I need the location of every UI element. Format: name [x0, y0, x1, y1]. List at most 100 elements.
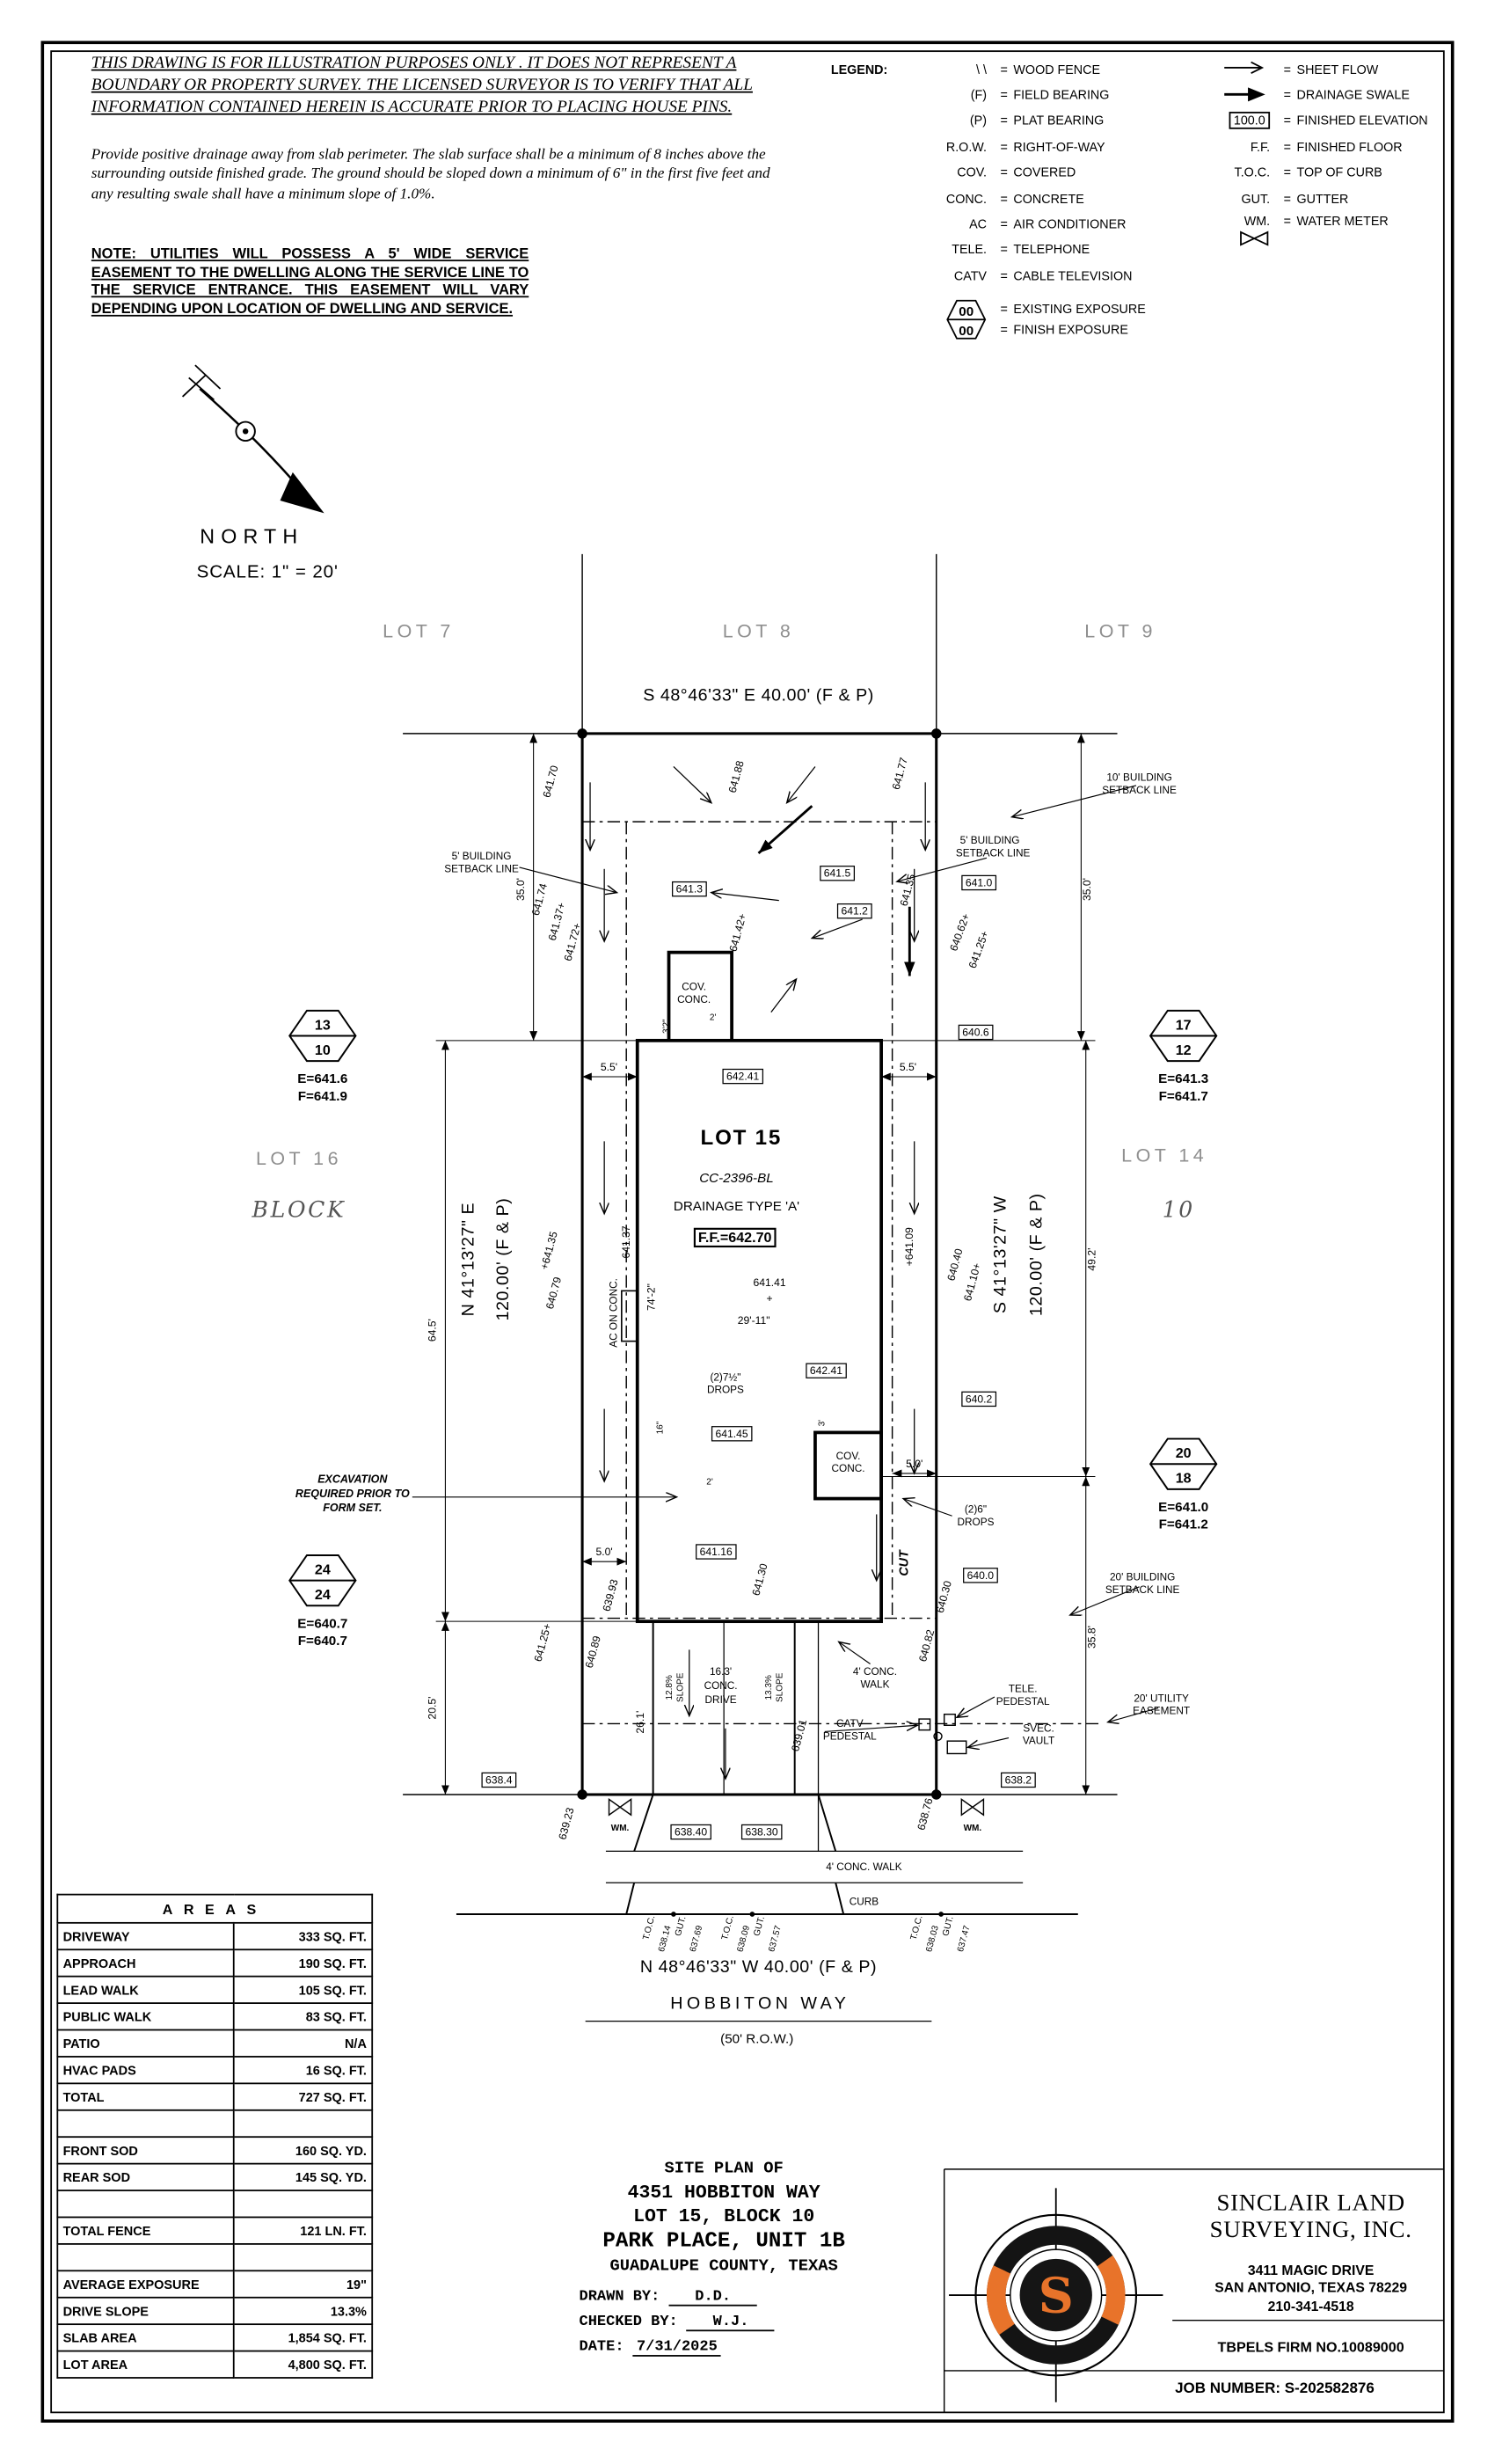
- concrete-abbrev: CONC.: [945, 191, 987, 206]
- tele-pedestal-symbol: [943, 1714, 956, 1726]
- plan-annotation: COV.: [836, 1450, 861, 1462]
- plat-bearing-symbol: (P): [969, 113, 987, 128]
- plan-annotation: 638.4: [485, 1773, 513, 1786]
- catv-abbrev: CATV: [953, 268, 987, 283]
- plan-annotation: 641.10+: [961, 1261, 983, 1302]
- leader-utility-easement: [1108, 1707, 1159, 1722]
- site-address: 4351 HOBBITON WAY: [627, 2182, 820, 2204]
- company-logo: S: [949, 2188, 1163, 2402]
- utility-point-symbol: [933, 1731, 943, 1741]
- plan-annotation: GUT.: [941, 1915, 956, 1937]
- plan-annotation: SLOPE: [775, 1672, 784, 1702]
- areas-row-value: 121 LN. FT.: [232, 2216, 374, 2245]
- plan-annotation: 641.25+: [532, 1622, 554, 1663]
- checked-by-row: CHECKED BY: W.J.: [560, 2312, 887, 2332]
- plan-annotation: 3': [818, 1420, 828, 1427]
- flow-arrow: [787, 766, 816, 802]
- plan-annotation: 5.0': [906, 1458, 923, 1470]
- approach-flare-left-lower: [625, 1882, 636, 1915]
- legend-right-column: SHEET FLOW DRAINAGE SWALE 100.0 FINISHED…: [1208, 56, 1485, 348]
- leader-catv-pedestal: [824, 1725, 918, 1732]
- plan-annotation: 638.2: [1005, 1773, 1032, 1786]
- gutter-abbrev: GUT.: [1241, 191, 1271, 206]
- plan-annotation: 641.2: [841, 905, 868, 918]
- flow-arrow: [812, 918, 863, 938]
- plan-annotation: 10' BUILDING: [1106, 771, 1171, 784]
- water-meter-bowtie-icon: [1240, 231, 1269, 247]
- legend-row: SHEET FLOW: [1208, 56, 1485, 82]
- plan-annotation: LOT 7: [383, 621, 455, 642]
- legend-row: T.O.C.TOP OF CURB: [1208, 160, 1485, 186]
- legend-row: 100.0 FINISHED ELEVATION: [1208, 108, 1485, 134]
- checked-by-label: CHECKED BY:: [579, 2312, 678, 2330]
- existing-exposure-value: 00: [959, 303, 974, 318]
- elevation-box: [961, 1391, 997, 1407]
- sheet-flow-symbol: [1208, 60, 1278, 78]
- plan-annotation: BLOCK: [252, 1196, 346, 1222]
- marker-text: E=641.6: [297, 1071, 347, 1086]
- company-name-line1: SINCLAIR LAND: [1216, 2190, 1405, 2217]
- marker-text: 24: [315, 1587, 331, 1603]
- areas-row-value: 333 SQ. FT.: [232, 1921, 374, 1951]
- plan-annotation: LOT 9: [1084, 621, 1156, 642]
- plan-annotation: 637.47: [956, 1924, 973, 1953]
- leader-tele-pedestal: [957, 1696, 995, 1717]
- plan-annotation: 20.5': [427, 1697, 439, 1720]
- toc-point: [938, 1912, 944, 1917]
- field-bearing-symbol: (F): [970, 88, 987, 103]
- company-city: SAN ANTONIO, TEXAS 78229: [1214, 2279, 1407, 2296]
- plan-annotation: 640.40: [944, 1247, 965, 1283]
- legend-desc: RIGHT-OF-WAY: [1013, 140, 1105, 155]
- utility-easement-note: NOTE: UTILITIES WILL POSSESS A 5' WIDE S…: [91, 245, 529, 317]
- plan-annotation: 642.41: [726, 1071, 759, 1083]
- plan-annotation: LOT 16: [256, 1148, 342, 1169]
- checked-by-value: W.J.: [686, 2313, 776, 2332]
- areas-row-label: TOTAL FENCE: [56, 2216, 235, 2245]
- plan-annotation: 5' BUILDING: [960, 834, 1020, 846]
- plan-annotation: GUT.: [674, 1915, 689, 1937]
- areas-row-value: 190 SQ. FT.: [232, 1949, 374, 1978]
- plan-annotation: SCALE: 1" = 20': [197, 562, 339, 582]
- row-abbrev: R.O.W.: [945, 140, 987, 155]
- plan-annotation: 49.2': [1085, 1248, 1098, 1271]
- plan-annotation: S 48°46'33" E 40.00' (F & P): [643, 685, 874, 705]
- plan-annotation: 120.00' (F & P): [1027, 1193, 1046, 1316]
- ff-abbrev: F.F.: [1250, 140, 1271, 155]
- approach-flare-left: [633, 1794, 654, 1852]
- plan-annotation: (2)6": [965, 1503, 987, 1516]
- elevation-box: [711, 1426, 753, 1442]
- sheet-flow-arrow-icon: [1224, 62, 1265, 75]
- company-street: 3411 MAGIC DRIVE: [1247, 2262, 1375, 2278]
- legend-row: TELE.TELEPHONE: [831, 238, 1171, 263]
- legend-row: (F)FIELD BEARING: [831, 83, 1171, 108]
- plan-annotation: T.O.C.: [641, 1914, 657, 1941]
- plan-annotation: 12.8%: [665, 1675, 675, 1700]
- elevation-box: [740, 1824, 783, 1840]
- areas-row-label: LEAD WALK: [56, 1975, 235, 2004]
- plan-annotation: T.O.C.: [720, 1914, 736, 1941]
- plan-annotation: 641.42+: [726, 912, 748, 953]
- plan-annotation: 5.5': [601, 1061, 617, 1073]
- company-firm-number: TBPELS FIRM NO.10089000: [1217, 2339, 1404, 2356]
- plan-annotation: 35.8': [1085, 1626, 1098, 1649]
- plan-annotation: CONC.: [704, 1679, 738, 1692]
- drainage-swale-symbol: [1208, 86, 1278, 105]
- areas-row-label: [56, 2190, 235, 2219]
- plan-annotation: 638.30: [746, 1826, 778, 1839]
- plan-annotation: +: [766, 1292, 772, 1305]
- plan-annotation: DROPS: [707, 1384, 744, 1396]
- plan-annotation: 3'2": [662, 1019, 672, 1034]
- plan-annotation: 13.3%: [764, 1675, 774, 1700]
- elevation-box: [670, 1824, 711, 1840]
- ac-abbrev: AC: [969, 217, 987, 232]
- leader-10ft-setback: [1012, 785, 1137, 817]
- areas-row-value: 105 SQ. FT.: [232, 1975, 374, 2004]
- date-value: 7/31/2025: [632, 2337, 721, 2357]
- elevation-box: [961, 874, 997, 891]
